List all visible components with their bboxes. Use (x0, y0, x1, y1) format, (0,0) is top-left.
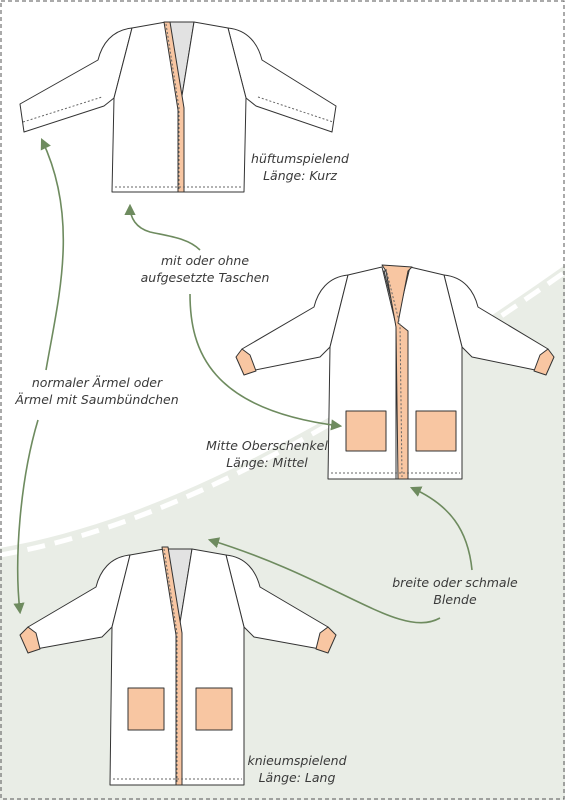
band-stitch (385, 268, 403, 478)
label-long-length: knieumspielend Länge: Lang (232, 752, 362, 786)
sleeve-left (241, 274, 349, 372)
arrow-sleeves (18, 140, 65, 612)
label-medium-line1: Mitte Oberschenkel (206, 438, 328, 453)
jacket-medium (235, 264, 555, 480)
jacket-long (19, 546, 337, 786)
label-medium-line2: Länge: Mittel (226, 455, 308, 470)
sleeve-right (225, 554, 329, 650)
cuff-left (235, 348, 257, 376)
label-medium-length: Mitte Oberschenkel Länge: Mittel (182, 437, 352, 471)
band-stitch (165, 23, 180, 190)
pocket-right (415, 410, 457, 452)
label-pockets-line2: aufgesetzte Taschen (140, 270, 270, 285)
pocket-left (127, 687, 165, 731)
arrow-band-up (409, 486, 473, 571)
label-pockets: mit oder ohne aufgesetzte Taschen (120, 252, 290, 286)
front-band (381, 264, 413, 480)
label-short-length: hüftumspielend Länge: Kurz (230, 150, 370, 184)
sleeve-right (227, 27, 337, 133)
jacket-short (19, 21, 337, 193)
label-sleeves-line2: Ärmel mit Saumbündchen (15, 392, 179, 407)
band-stitch (163, 548, 178, 783)
label-band: breite oder schmale Blende (380, 574, 530, 608)
cuff-stitch-right (257, 96, 334, 123)
cuff-stitch-left (22, 96, 103, 123)
label-band-line1: breite oder schmale (392, 575, 518, 590)
sleeve-left (27, 554, 131, 650)
pocket-right (195, 687, 233, 731)
cuff-left (19, 626, 41, 654)
label-short-line1: hüftumspielend (251, 151, 349, 166)
arrow-band-left (207, 537, 441, 624)
label-long-line2: Länge: Lang (258, 770, 336, 785)
label-sleeves-line1: normaler Ärmel oder (31, 375, 163, 390)
arrow-pockets-down (189, 293, 343, 431)
front-band (163, 21, 185, 193)
label-band-line2: Blende (433, 592, 477, 607)
label-sleeves: normaler Ärmel oder Ärmel mit Saumbündch… (2, 374, 192, 408)
sleeve-right (443, 274, 549, 372)
cuff-right (315, 626, 337, 654)
label-short-line2: Länge: Kurz (263, 168, 337, 183)
cuff-right (533, 348, 555, 376)
label-pockets-line1: mit oder ohne (160, 253, 250, 268)
pocket-left (345, 410, 387, 452)
sleeve-left (19, 27, 133, 133)
label-long-line1: knieumspielend (247, 753, 347, 768)
arrow-pockets-up (124, 203, 201, 251)
